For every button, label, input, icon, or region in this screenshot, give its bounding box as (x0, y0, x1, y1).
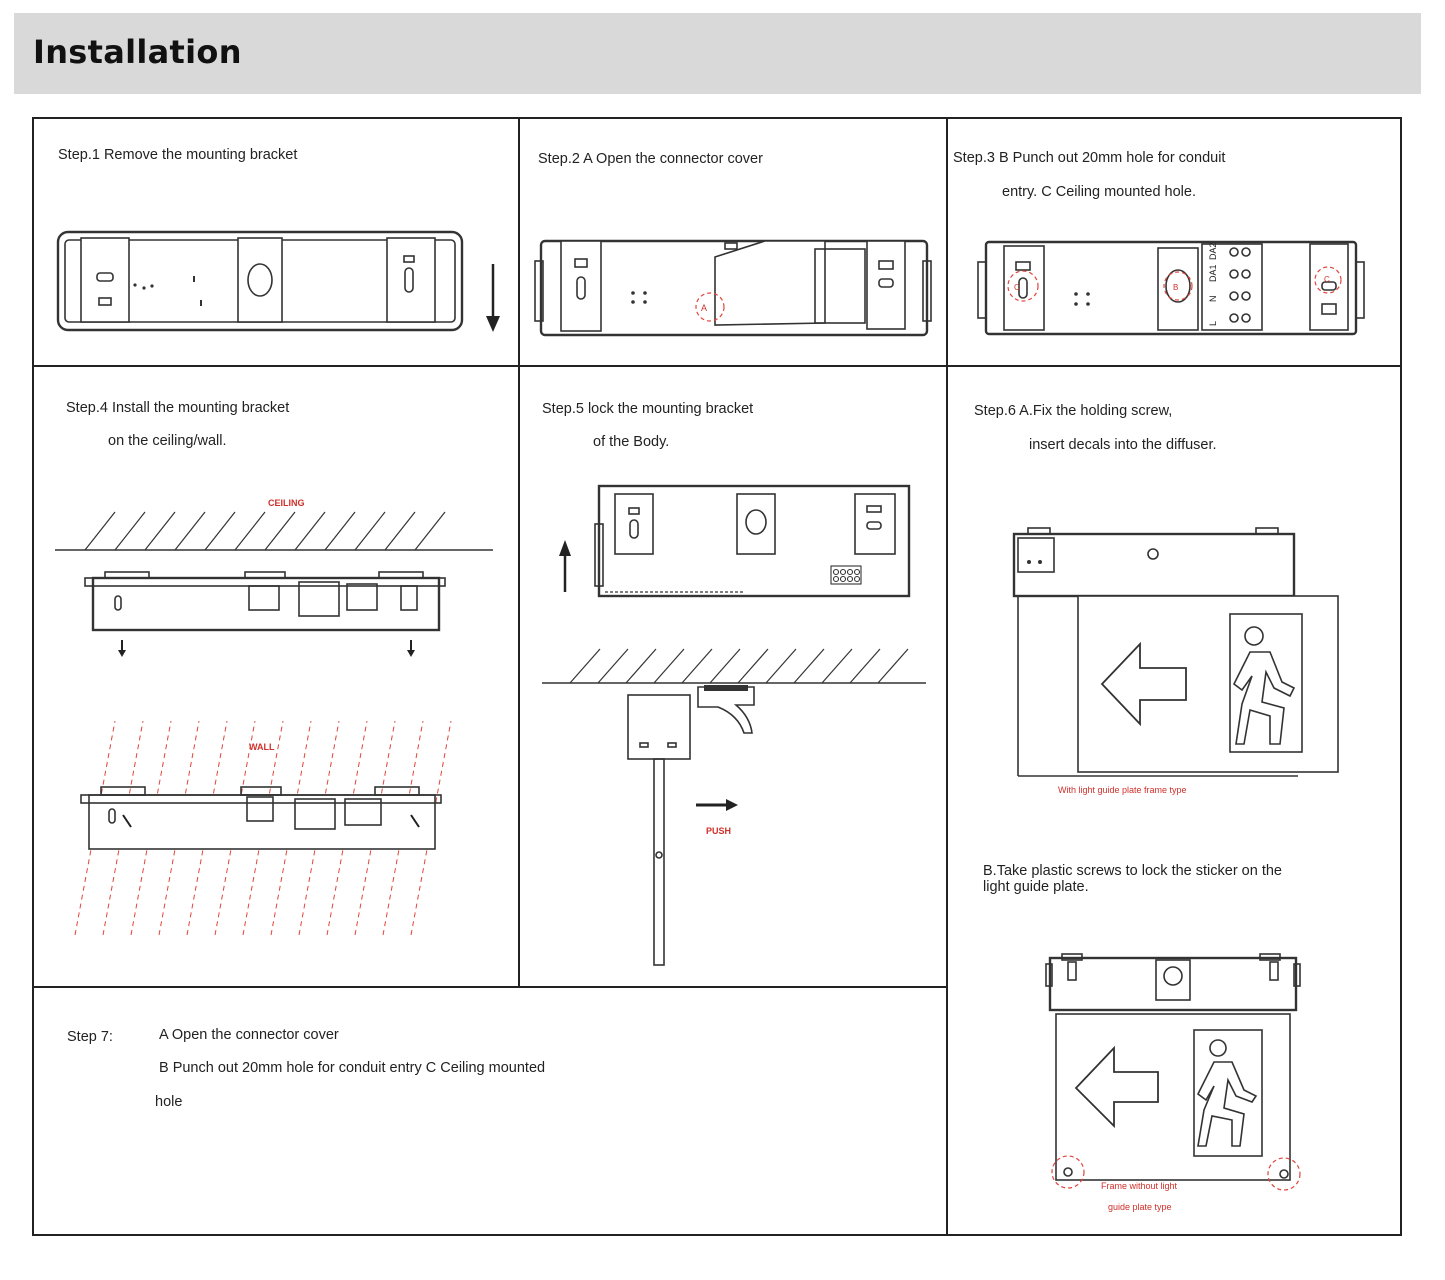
step6-caption-line1: Step.6 A.Fix the holding screw, (974, 403, 1173, 419)
step5-body-diagram (559, 484, 911, 598)
exit-sign-with-guide-plate (1012, 527, 1339, 777)
step2-caption: Step.2 A Open the connector cover (538, 151, 763, 167)
step1-caption: Step.1 Remove the mounting bracket (58, 147, 298, 163)
grid-line (946, 117, 948, 1236)
terminal-da2: DA2 (1208, 242, 1218, 260)
step5-bracket-diagram (542, 648, 926, 966)
step7-line-a: A Open the connector cover (159, 1027, 339, 1043)
marker-a-label: A (701, 303, 707, 313)
step3-diagram: C B L N DA1 DA2 C (977, 240, 1365, 336)
grid-line (32, 986, 948, 988)
step4-wall-diagram (74, 720, 452, 936)
caption-with-guide-plate: With light guide plate frame type (1058, 785, 1187, 795)
step2-diagram: A (534, 239, 932, 337)
step7-line-b: B Punch out 20mm hole for conduit entry … (159, 1060, 546, 1076)
step3-caption-line1: Step.3 B Punch out 20mm hole for conduit (953, 150, 1226, 166)
step5-caption-line1: Step.5 lock the mounting bracket (542, 401, 754, 417)
grid-line (518, 117, 520, 987)
terminal-n: N (1208, 296, 1218, 303)
marker-c-label-left: C (1014, 283, 1020, 292)
ceiling-label: CEILING (268, 498, 305, 508)
step4-caption-line2: on the ceiling/wall. (108, 433, 227, 449)
grid-line (32, 117, 1402, 119)
step1-diagram (56, 230, 500, 332)
caption-without-guide-plate-line1: Frame without light (1101, 1181, 1178, 1191)
page-title: Installation (33, 33, 242, 71)
step3-caption-line2: entry. C Ceiling mounted hole. (1002, 184, 1196, 200)
grid-line (32, 117, 34, 1236)
page-header: Installation (14, 13, 1421, 94)
step7-line-c: hole (155, 1094, 183, 1110)
step5-caption-line2: of the Body. (593, 434, 670, 450)
marker-c-label-right: C (1324, 275, 1330, 284)
grid-line (32, 365, 1402, 367)
step4-caption-line1: Step.4 Install the mounting bracket (66, 400, 290, 416)
push-label: PUSH (706, 826, 732, 836)
step6b-caption-line2: light guide plate. (983, 879, 1089, 895)
terminal-l: L (1208, 321, 1218, 326)
step4-ceiling-diagram (55, 511, 493, 657)
wall-label: WALL (249, 742, 275, 752)
step6-caption-line2: insert decals into the diffuser. (1029, 437, 1217, 453)
step6b-caption-line1: B.Take plastic screws to lock the sticke… (983, 863, 1282, 879)
marker-b-label: B (1173, 283, 1178, 292)
step7-label: Step 7: (67, 1029, 113, 1045)
exit-sign-without-guide-plate (1045, 953, 1301, 1191)
terminal-da1: DA1 (1208, 264, 1218, 282)
grid-line (32, 1234, 1402, 1236)
caption-without-guide-plate-line2: guide plate type (1108, 1202, 1172, 1212)
grid-line (1400, 117, 1402, 1236)
